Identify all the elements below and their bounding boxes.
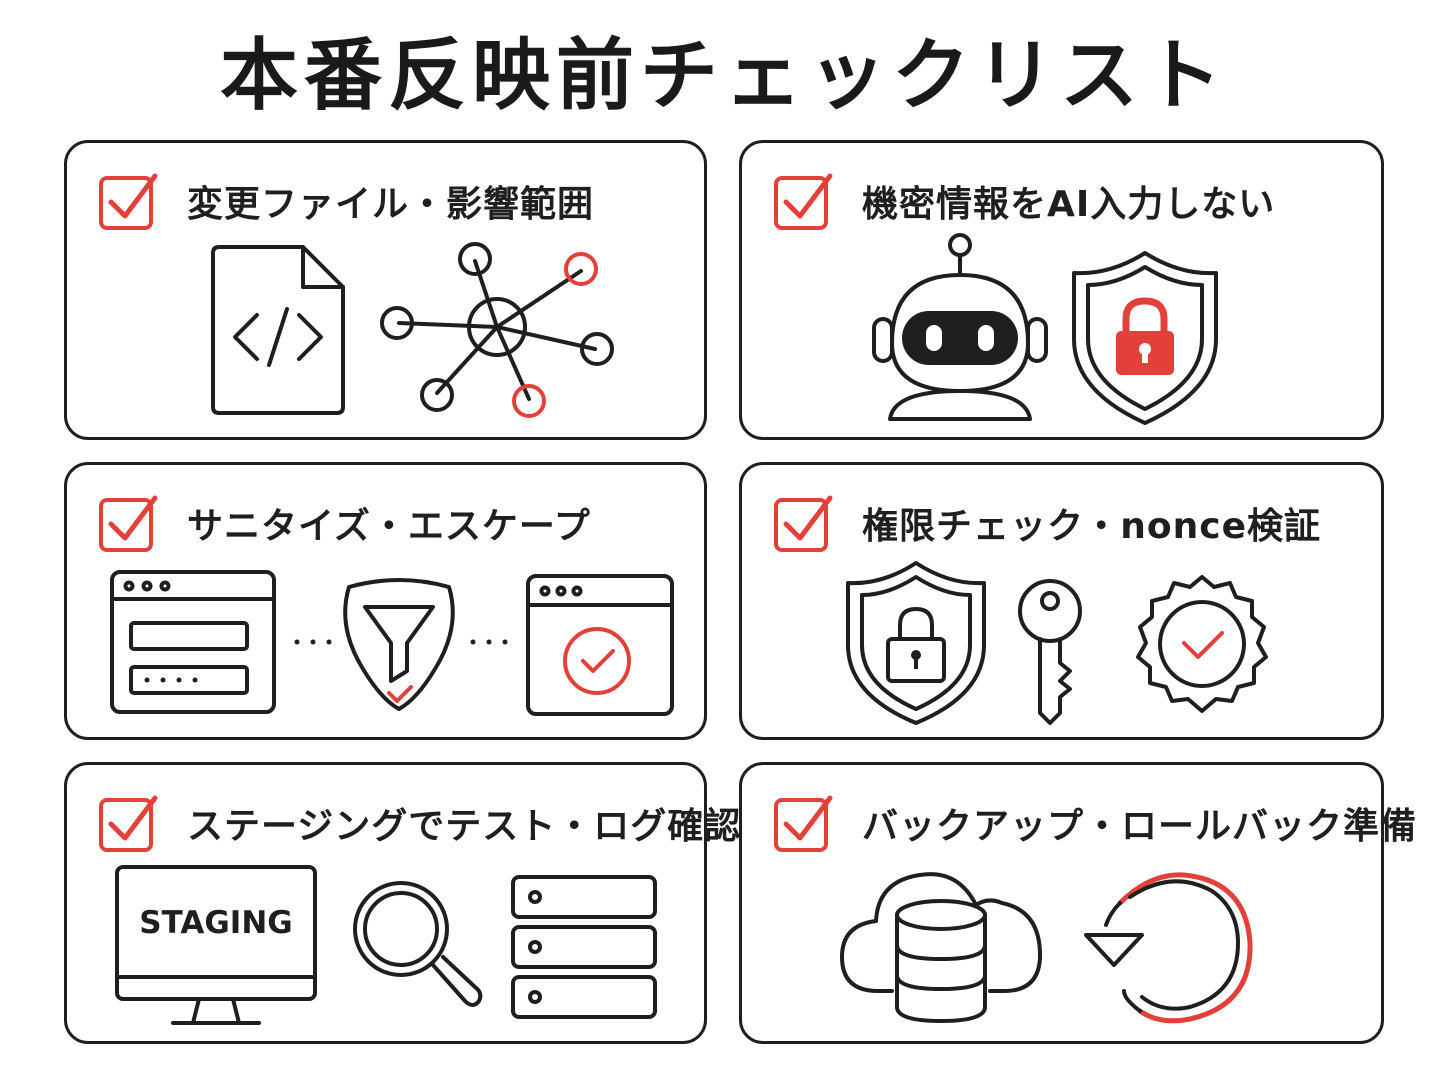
shield-lock-icon — [846, 561, 986, 725]
card-title: ステージングでテスト・ログ確認 — [187, 806, 742, 847]
form-window-icon — [110, 570, 276, 714]
card-backup-rollback: バックアップ・ロールバック準備 — [739, 762, 1416, 1044]
dots-connector — [470, 639, 508, 645]
checkbox-icon[interactable] — [772, 792, 834, 854]
checkbox-icon[interactable] — [97, 492, 159, 554]
shield-lock-icon — [1072, 251, 1218, 425]
staging-label: STAGING — [139, 905, 292, 941]
monitor-icon: STAGING — [115, 865, 317, 1025]
robot-icon — [872, 233, 1048, 421]
card-changed-files: 変更ファイル・影響範囲 — [64, 140, 707, 440]
card-no-secrets-to-ai: 機密情報をAI入力しない — [739, 140, 1384, 440]
server-stack-icon — [511, 875, 657, 1019]
card-title: 機密情報をAI入力しない — [862, 184, 1276, 225]
card-title: サニタイズ・エスケープ — [187, 506, 591, 547]
card-title: バックアップ・ロールバック準備 — [862, 806, 1418, 847]
network-graph-icon — [380, 242, 614, 418]
filter-funnel-icon — [343, 578, 455, 711]
card-permission-nonce: 権限チェック・nonce検証 — [739, 462, 1384, 740]
cloud-database-icon — [840, 872, 1042, 1023]
verified-window-icon — [526, 574, 674, 716]
key-icon — [1018, 579, 1082, 725]
dots-connector — [294, 639, 332, 645]
magnifier-icon — [353, 881, 483, 1007]
checkbox-icon[interactable] — [97, 170, 159, 232]
verified-badge-icon — [1136, 575, 1268, 713]
card-title: 権限チェック・nonce検証 — [862, 506, 1322, 547]
rollback-arrow-icon — [1084, 872, 1253, 1024]
code-file-icon — [211, 245, 345, 415]
card-sanitize-escape: サニタイズ・エスケープ — [64, 462, 707, 740]
card-staging-test: ステージングでテスト・ログ確認 STAGING — [64, 762, 740, 1044]
checkbox-icon[interactable] — [97, 792, 159, 854]
checkbox-icon[interactable] — [772, 170, 834, 232]
card-title: 変更ファイル・影響範囲 — [187, 184, 595, 225]
page-title: 本番反映前チェックリスト — [219, 31, 1228, 121]
checkbox-icon[interactable] — [772, 492, 834, 554]
